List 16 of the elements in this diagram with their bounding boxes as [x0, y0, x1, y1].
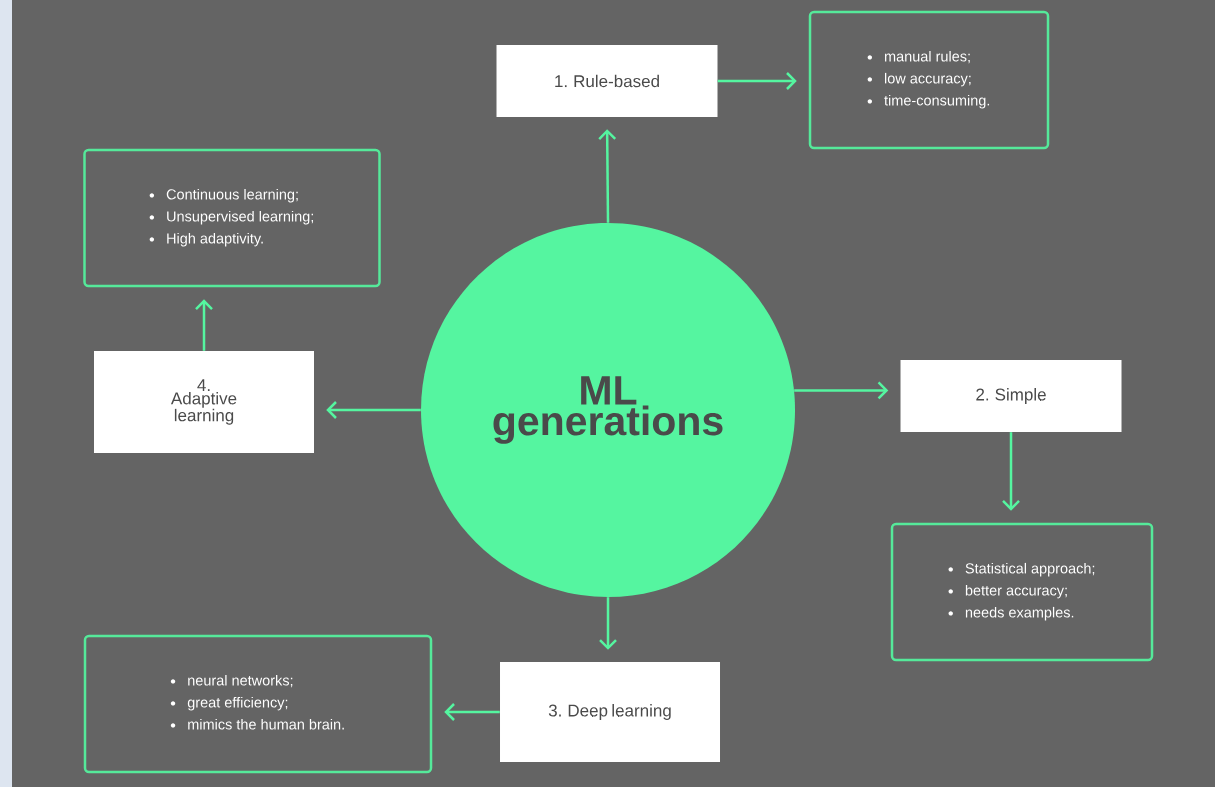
stage-box: 1. Rule-based [496, 45, 718, 117]
stage-box: 4. Adaptive learning [94, 351, 314, 453]
list-box: Continuous learning; Unsupervised learning; High adaptivity. [83, 148, 381, 288]
arrow [326, 401, 421, 419]
stage-box: 3. Deep learning [500, 662, 720, 762]
stage-box: 2. Simple [900, 360, 1122, 432]
list-box: Statistical approach; better accuracy; needs examples. [890, 522, 1154, 662]
arrow [794, 381, 889, 400]
list-box: neural networks; great efficiency; mimics the human brain. [83, 634, 433, 774]
arrow [195, 299, 213, 351]
list-box: manual rules; low accuracy; time-consuming. [808, 10, 1050, 150]
arrow [599, 597, 617, 650]
arrow [444, 703, 500, 721]
arrow [598, 129, 617, 223]
arrow [1002, 432, 1020, 511]
arrow [717, 72, 797, 90]
